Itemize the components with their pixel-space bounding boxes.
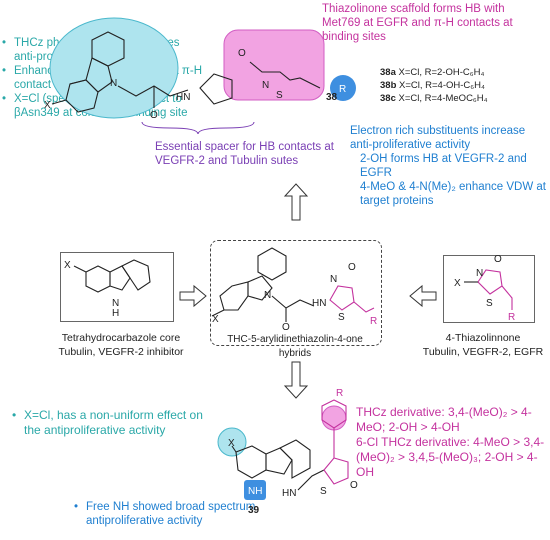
atom-r-right: R (508, 312, 515, 323)
thiazolinone-highlight (223, 29, 325, 101)
compound-39-structure: X NH HN S O R 39 (217, 388, 358, 516)
atom-x-39: X (228, 438, 235, 449)
thiazolinone-box (443, 255, 535, 323)
atom-r-38: R (339, 84, 346, 95)
atom-hn-hybrid: HN (312, 298, 326, 309)
arrow-down (283, 361, 309, 399)
hybrid-box (210, 240, 382, 346)
atom-n-38: N (110, 78, 117, 89)
atom-n-38b: N (262, 80, 269, 91)
compound-38-structure: X N O HN O N S R 38 (44, 31, 346, 135)
atom-h-core: H (112, 308, 119, 319)
bottom-free-nh: Free NH showed broad spectrum antiprolif… (74, 500, 274, 528)
electron-rich-details: 2-OH forms HB at VEGFR-2 and EGFR 4-MeO … (360, 152, 546, 208)
cl-thcz-order: 6-Cl THCz derivative: 4-MeO > 3,4-(MeO)₂… (356, 435, 545, 479)
spacer-note: Essential spacer for HB contacts at VEGF… (155, 141, 334, 167)
atom-x-right: X (454, 278, 461, 289)
arrow-right-left (179, 284, 207, 308)
arrow-left-right (409, 284, 437, 308)
variant-list: 38a X=Cl, R=2-OH-C₆H₄ 38b X=Cl, R=4-OH-C… (380, 66, 550, 105)
arrow-up (283, 183, 309, 221)
aryl-highlight-39 (321, 405, 347, 431)
nh-highlight-39 (244, 480, 266, 500)
thcz-order: THCz derivative: 3,4-(MeO)₂ > 4-MeO; 2-O… (356, 405, 532, 434)
bullet-x-cl: X=Cl, has a non-uniform effect on the an… (12, 408, 212, 438)
thcz-core-box (60, 252, 174, 322)
thiazolinone-caption: 4-Thiazolinnone Tubulin, VEGFR-2, EGFR (422, 332, 544, 358)
atom-o-right: O (494, 254, 502, 265)
variant-38a: 38a X=Cl, R=2-OH-C₆H₄ (380, 67, 485, 78)
atom-s-hybrid: S (338, 312, 345, 323)
atom-hn-38: HN (176, 92, 190, 103)
detail-4meo: 4-MeO & 4-N(Me)₂ enhance VDW at target p… (360, 181, 546, 207)
atom-n-right: N (476, 268, 483, 279)
atom-n-core: N (112, 298, 119, 309)
atom-x-core: X (64, 260, 71, 271)
atom-o-hybrid-a: O (282, 322, 290, 333)
thcz-core-caption: Tetrahydrocarbazole core Tubulin, VEGFR-… (58, 332, 184, 358)
atom-r-39: R (336, 388, 343, 399)
atom-o-hybrid-b: O (348, 262, 356, 273)
atom-o-38a: O (150, 110, 158, 121)
thcz-highlight (49, 17, 179, 119)
thiazolinone-structure: O N S X R (454, 254, 515, 323)
atom-x-hybrid: X (212, 314, 219, 325)
thcz-core-structure: X N H (64, 259, 151, 319)
atom-nh-39: NH (248, 486, 262, 497)
atom-n-hybrid-b: N (330, 274, 337, 285)
thiazolinone-note: Thiazolinone scaffold forms HB with Met7… (322, 3, 513, 43)
electron-rich-note: Electron rich substituents increase anti… (350, 125, 526, 151)
x-highlight-39 (217, 427, 247, 457)
hybrid-caption: THC-5-arylidinethiazolin-4-one hybrids (227, 334, 363, 359)
atom-o-38b: O (238, 48, 246, 59)
bottom-left-bullets: X=Cl, has a non-uniform effect on the an… (12, 408, 212, 438)
atom-r-hybrid: R (370, 316, 377, 327)
r-highlight (330, 75, 356, 101)
detail-2oh: 2-OH forms HB at VEGFR-2 and EGFR (360, 153, 527, 179)
variant-38b: 38b X=Cl, R=4-OH-C₆H₄ (380, 80, 485, 91)
atom-o-39: O (350, 480, 358, 491)
atom-s-38: S (276, 90, 283, 101)
hybrid-structure: X N O HN O N S R (211, 247, 377, 333)
atom-s-right: S (486, 298, 493, 309)
atom-x-38: X (44, 100, 51, 111)
variant-38c: 38c X=Cl, R=4-MeOC₆H₄ (380, 93, 488, 104)
atom-n-hybrid: N (264, 290, 271, 301)
atom-hn-39: HN (282, 488, 296, 499)
label-38: 38 (326, 92, 338, 103)
bottom-right-notes: THCz derivative: 3,4-(MeO)₂ > 4-MeO; 2-O… (356, 405, 548, 480)
atom-s-39: S (320, 486, 327, 497)
label-39: 39 (248, 505, 260, 516)
bullet-free-nh: Free NH showed broad spectrum antiprolif… (74, 500, 274, 528)
